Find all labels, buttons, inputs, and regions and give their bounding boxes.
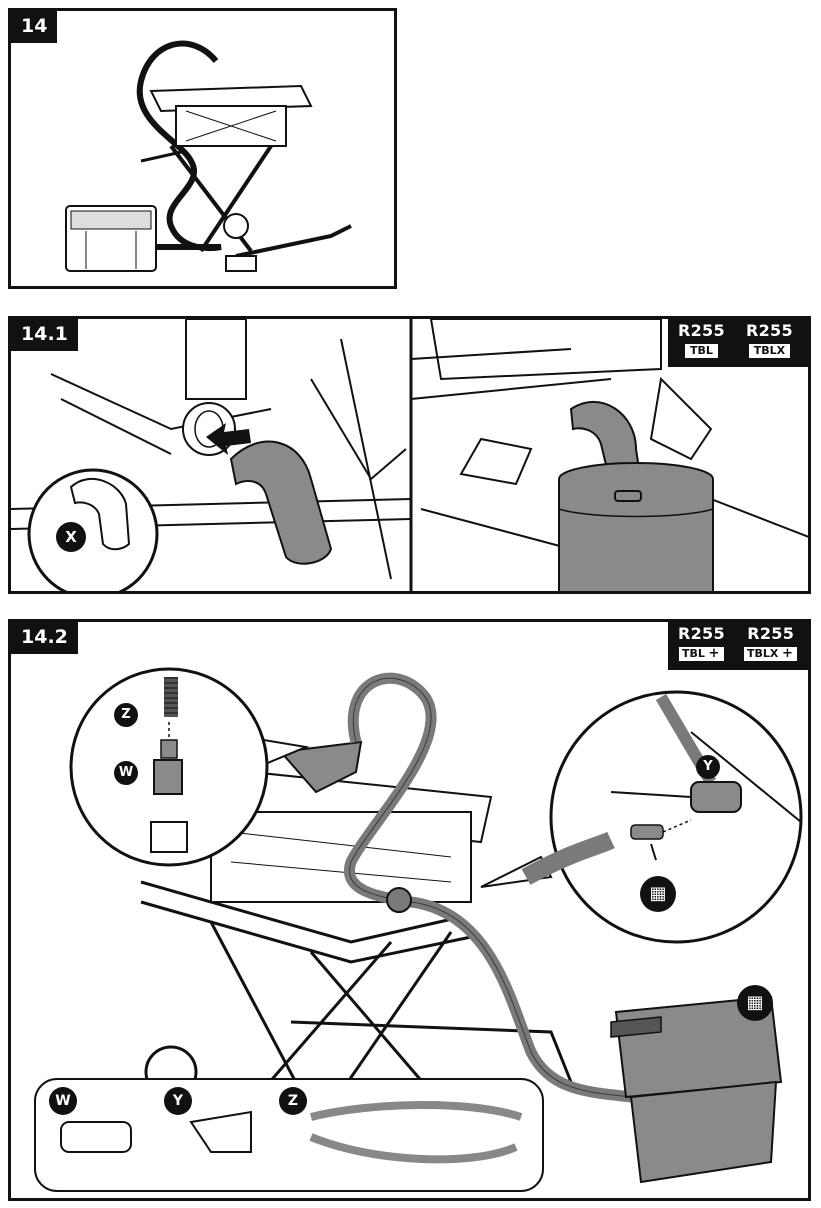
- vacuum-hose-connection-illustration: [34, 667, 803, 1192]
- part-w-adapter: [60, 1121, 132, 1153]
- part-w-badge: W: [114, 761, 138, 785]
- model-compatibility-box: R255 TBL+ R255 TBLX+: [668, 622, 808, 670]
- part-y-badge: Y: [696, 755, 720, 779]
- part-x-badge: X: [56, 522, 86, 552]
- model-variant: TBL: [685, 344, 718, 358]
- model-variant: TBLX: [748, 344, 791, 358]
- model-variant-label: TBLX: [747, 647, 779, 660]
- model-name: R255: [746, 321, 793, 340]
- part-y-badge: Y: [164, 1087, 192, 1115]
- model-variant: TBL+: [679, 647, 724, 661]
- model-name: R255: [747, 624, 795, 643]
- plus-icon: +: [706, 646, 721, 661]
- part-y-t-connector: [189, 1110, 252, 1153]
- part-z-flexible-hose: [309, 1101, 523, 1164]
- model-name: R255: [678, 624, 725, 643]
- plus-icon: +: [780, 646, 795, 661]
- dust-port-connection-illustration: [11, 319, 808, 591]
- step-14-label: 14: [11, 11, 58, 43]
- table-saw-with-vacuum-illustration: [65, 40, 352, 272]
- shopping-basket-icon: ▦: [640, 876, 676, 912]
- model-name: R255: [678, 321, 725, 340]
- part-z-badge: Z: [114, 703, 138, 727]
- step-14-1-panel: 14.1 X R255 TBL R255 TBLX: [8, 316, 811, 594]
- part-w-badge: W: [49, 1087, 77, 1115]
- step-14-2-panel: 14.2 Z W Y ▦ ▦ W Y Z R255 TBL+ R255 TBLX…: [8, 619, 811, 1201]
- step-14-panel: 14: [8, 8, 397, 289]
- step-14-1-label: 14.1: [11, 319, 78, 351]
- step-14-2-label: 14.2: [11, 622, 78, 654]
- model-variant-label: TBL: [682, 647, 705, 660]
- model-compatibility-box: R255 TBL R255 TBLX: [668, 319, 808, 367]
- model-variant: TBLX+: [744, 646, 798, 661]
- insert-arrow-icon: [206, 423, 251, 455]
- shopping-basket-icon: ▦: [737, 985, 773, 1021]
- part-z-badge: Z: [279, 1087, 307, 1115]
